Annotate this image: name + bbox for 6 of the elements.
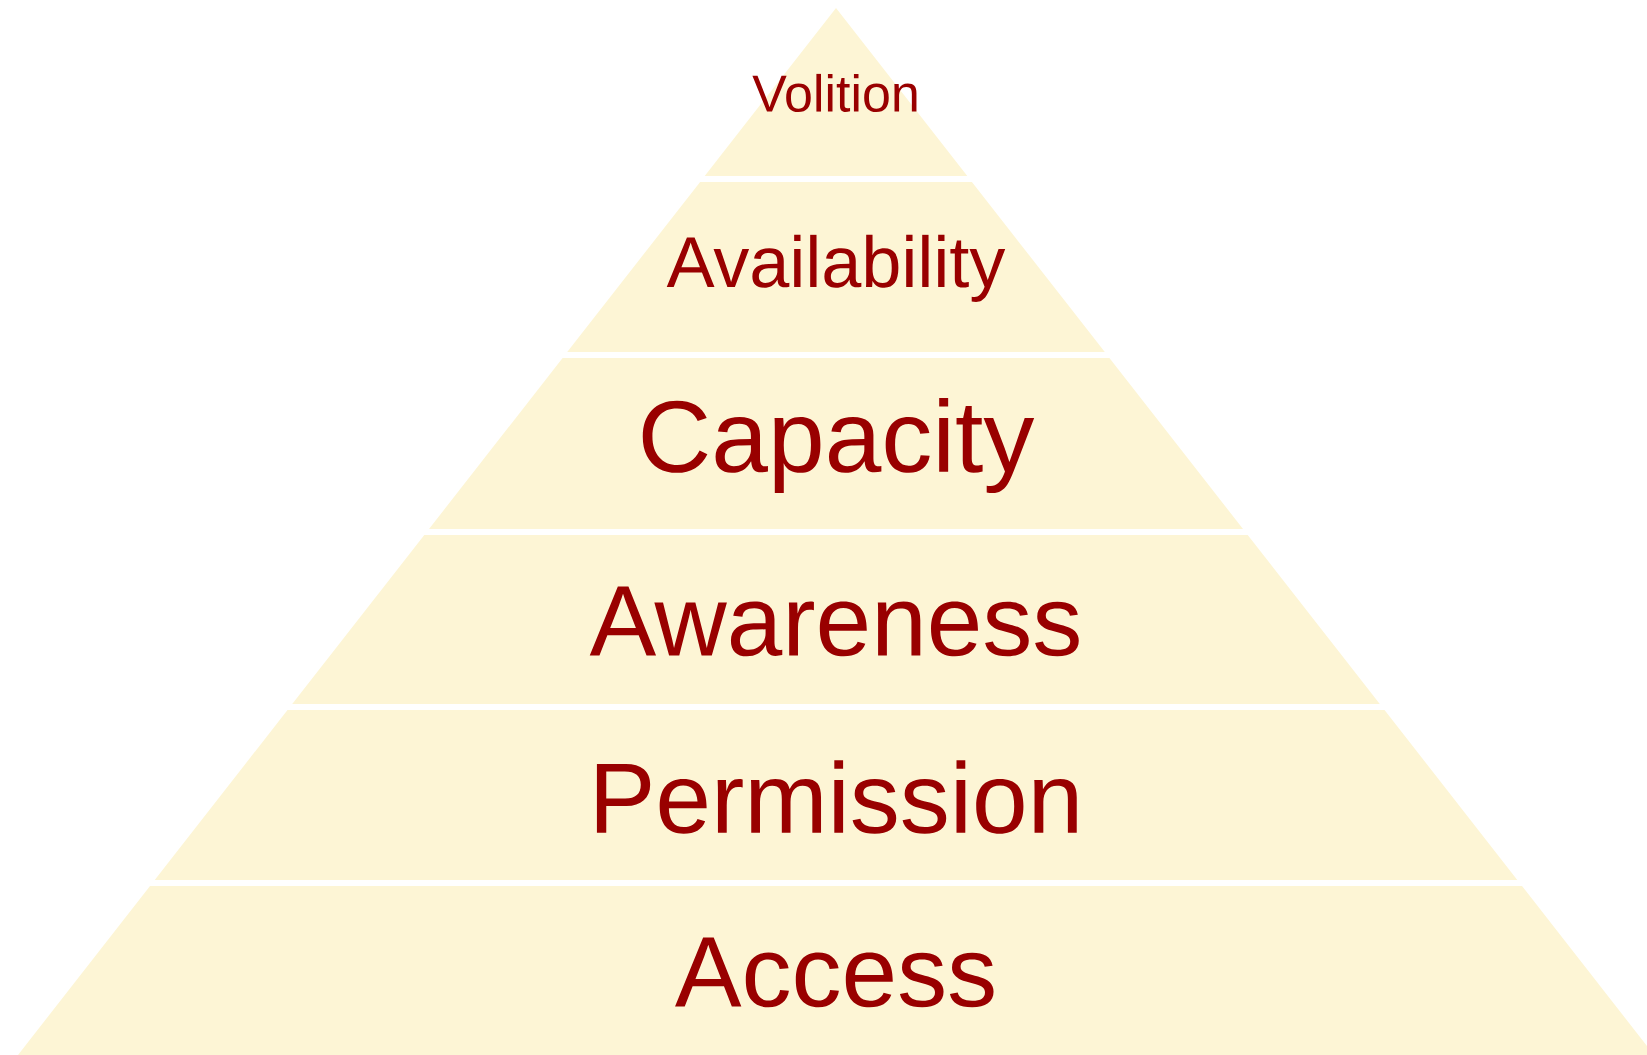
pyramid-level: Access <box>18 886 1647 1055</box>
pyramid-level: Volition <box>704 8 968 176</box>
pyramid-level: Permission <box>154 710 1518 880</box>
pyramid-level: Availability <box>567 182 1105 352</box>
pyramid-level: Awareness <box>292 535 1380 704</box>
pyramid-level: Capacity <box>429 358 1243 529</box>
